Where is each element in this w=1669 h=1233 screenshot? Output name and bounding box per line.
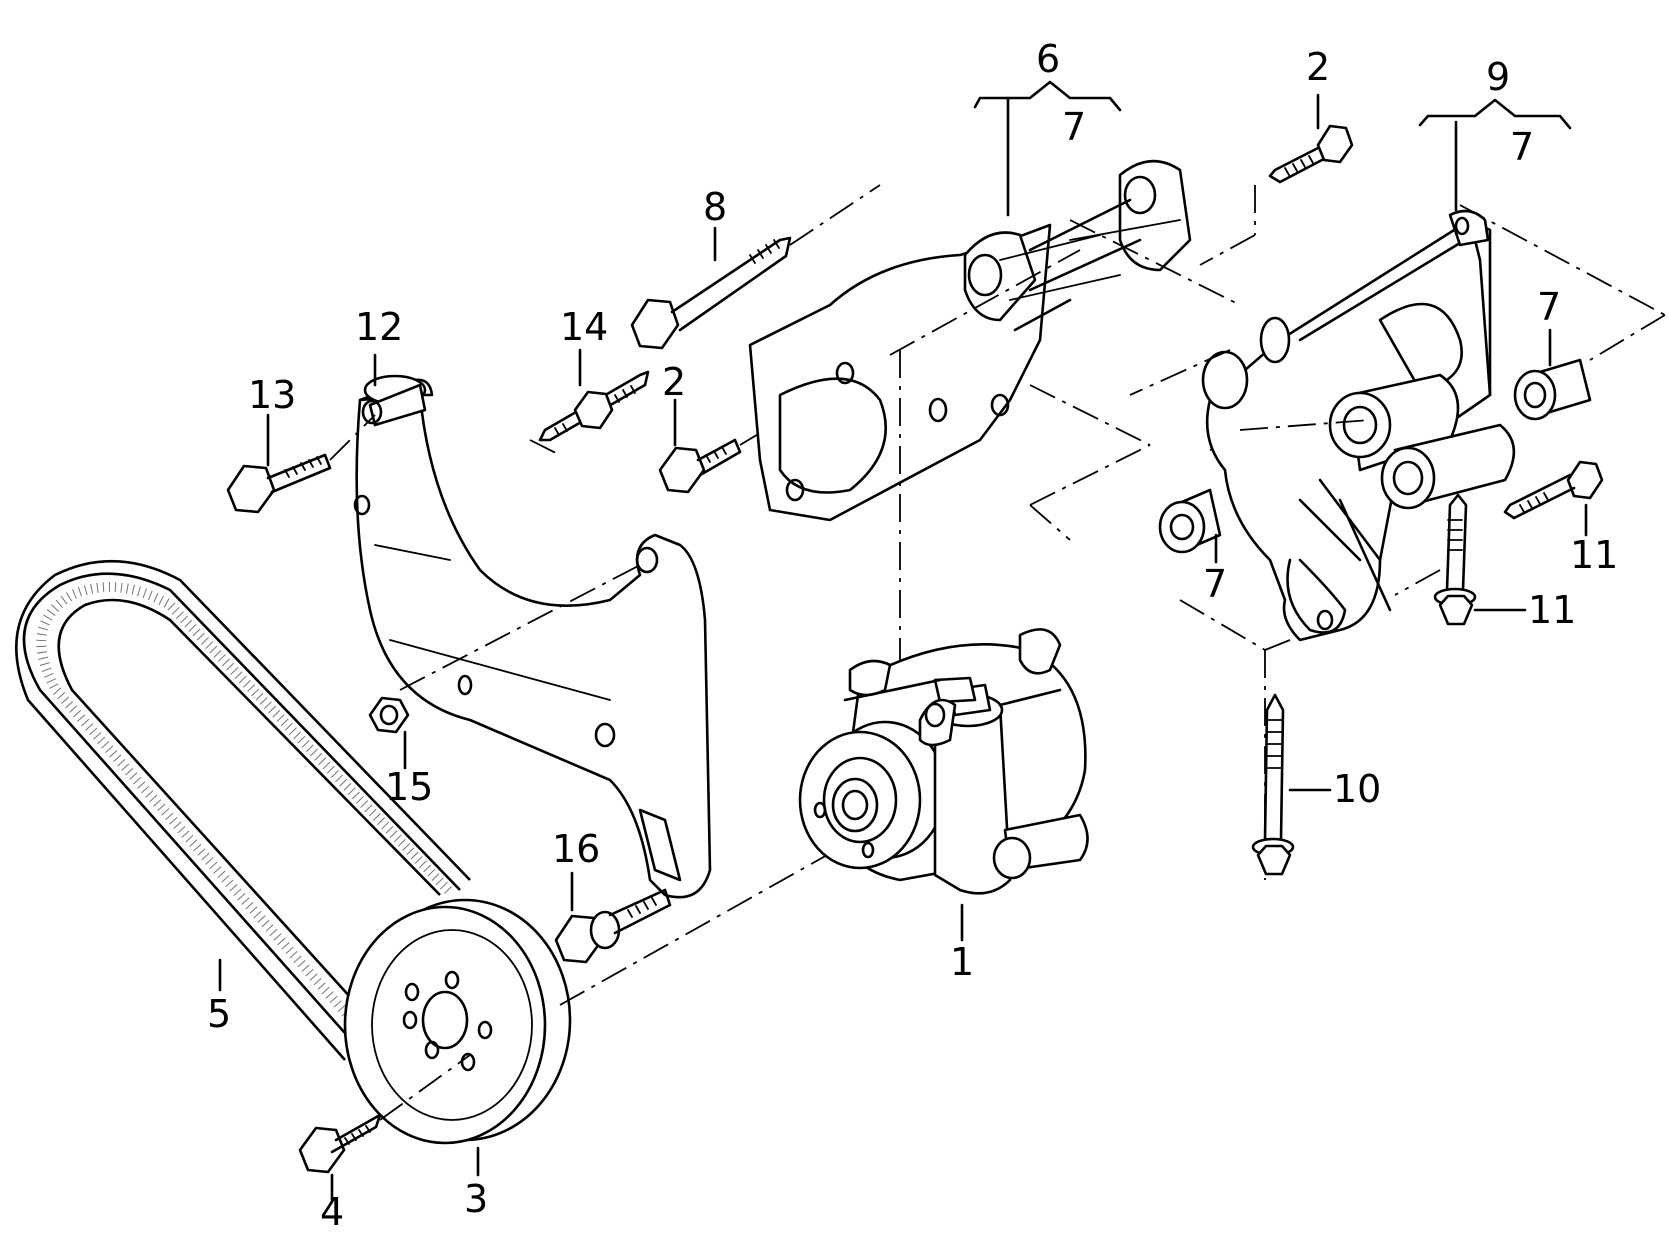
bolt-11-vertical bbox=[1433, 493, 1477, 626]
callout-2-top: 2 bbox=[1306, 45, 1330, 89]
callout-9: 9 bbox=[1486, 55, 1510, 99]
callout-14: 14 bbox=[560, 305, 608, 349]
power-steering-pump bbox=[798, 628, 1089, 895]
bolt-4 bbox=[298, 1113, 382, 1174]
bolt-2-middle bbox=[658, 438, 742, 494]
callout-1: 1 bbox=[950, 940, 974, 984]
bolt-13 bbox=[226, 453, 332, 514]
bushing-7-left bbox=[1158, 488, 1222, 554]
callout-15: 15 bbox=[385, 765, 433, 809]
callout-4: 4 bbox=[320, 1190, 344, 1228]
stud-14 bbox=[538, 370, 650, 442]
callout-8: 8 bbox=[703, 185, 727, 229]
callout-5: 5 bbox=[207, 992, 231, 1036]
nut-15 bbox=[368, 696, 410, 734]
bushing-7-right bbox=[1513, 358, 1592, 421]
main-bracket bbox=[748, 159, 1192, 522]
bolt-8 bbox=[630, 236, 792, 350]
callout-7-bracket6: 7 bbox=[1062, 105, 1086, 149]
callout-7-right: 7 bbox=[1537, 285, 1561, 329]
callout-12: 12 bbox=[355, 305, 403, 349]
callout-2-middle: 2 bbox=[662, 360, 686, 404]
callout-7-bracket9: 7 bbox=[1510, 125, 1534, 169]
bolt-2-top bbox=[1268, 124, 1354, 184]
bolt-11-horizontal bbox=[1503, 460, 1604, 520]
callout-labels: 1 2 2 3 4 5 6 7 7 7 7 8 9 10 11 11 12 13… bbox=[207, 37, 1618, 1233]
ribbed-v-belt bbox=[15, 559, 471, 1061]
callout-11-vertical: 11 bbox=[1528, 588, 1576, 632]
leader-lines bbox=[218, 80, 1588, 1202]
support-bracket bbox=[353, 374, 712, 899]
pulley bbox=[343, 898, 572, 1145]
callout-10: 10 bbox=[1333, 767, 1381, 811]
callout-16: 16 bbox=[552, 827, 600, 871]
callout-7-left: 7 bbox=[1203, 562, 1227, 606]
bolt-16 bbox=[554, 888, 672, 964]
callout-11-horizontal: 11 bbox=[1570, 533, 1618, 577]
tensioner-bracket bbox=[1201, 209, 1516, 642]
callout-6: 6 bbox=[1036, 37, 1060, 81]
bolt-10 bbox=[1251, 693, 1295, 876]
callout-13: 13 bbox=[248, 373, 296, 417]
callout-3: 3 bbox=[464, 1177, 488, 1221]
